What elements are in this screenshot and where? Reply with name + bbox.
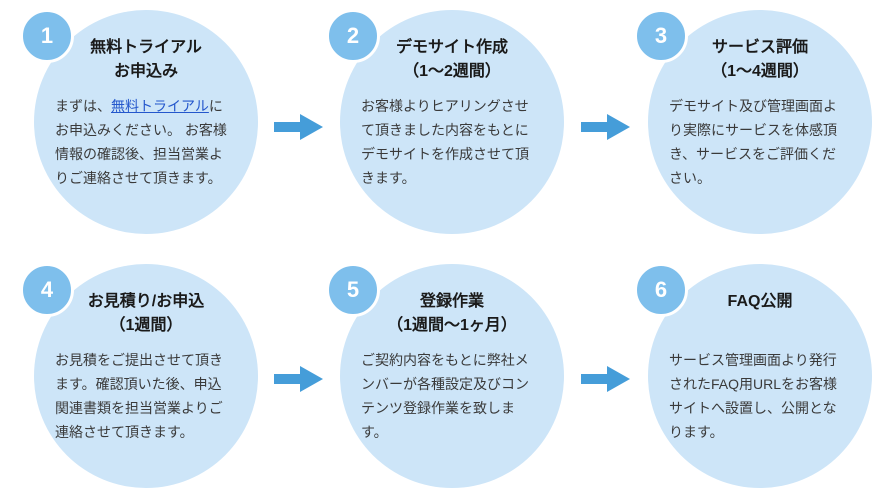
step-3-duration: （1〜4週間） [711, 63, 809, 80]
step-1-number-badge: 1 [20, 9, 74, 63]
step-4-titlebox: お見積り/お申込 （1週間） [54, 290, 238, 346]
step-2-number: 2 [346, 23, 360, 48]
step-6-description: サービス管理画面より発行 されたFAQ用URLをお客様 サイトへ設置し、公開とな… [669, 352, 838, 440]
step-4-title: お見積り/お申込 [87, 293, 205, 310]
step-5-description: ご契約内容をもとに弊社メ ンバーが各種設定及びコン テンツ登録作業を致しま す。 [361, 352, 529, 440]
step-4-number: 4 [40, 277, 54, 302]
arrow-right-icon-3 [274, 365, 324, 393]
step-3-description: デモサイト及び管理画面よ り実際にサービスを体感頂 き、サービスをご評価くだ さ… [669, 98, 837, 186]
step-2-title: デモサイト作成 [395, 39, 508, 56]
step-1-description-post: に お申込みください。 お客様 情報の確認後、担当営業よ りご連絡させて頂きます… [55, 98, 227, 186]
step-5-title: 登録作業 [419, 293, 484, 310]
step-5-titlebox: 登録作業 （1週間〜1ヶ月） [360, 290, 544, 346]
step-1-number: 1 [40, 23, 54, 48]
step-6-circle: 6 FAQ公開 サービス管理画面より発行 されたFAQ用URLをお客様 サイトへ… [634, 263, 872, 488]
step-6-title: FAQ公開 [727, 293, 793, 310]
step-1-titlebox: 無料トライアル お申込み [54, 36, 238, 92]
step-6-titlebox: FAQ公開 [668, 290, 852, 346]
step-6-number: 6 [654, 277, 668, 302]
step-2-circle: 2 デモサイト作成 （1〜2週間） お客様よりヒアリングさせ て頂きました内容を… [326, 9, 564, 234]
step-3-titlebox: サービス評価 （1〜4週間） [668, 36, 852, 92]
step-1-description-pre: まずは、 [55, 98, 111, 114]
free-trial-link[interactable]: 無料トライアル [111, 98, 209, 114]
step-4-number-badge: 4 [20, 263, 74, 317]
step-4-description: お見積をご提出させて頂き ます。確認頂いた後、申込 関連書類を担当営業よりご 連… [55, 352, 223, 440]
step-1-title: 無料トライアル お申込み [90, 39, 202, 80]
step-5-duration: （1週間〜1ヶ月） [387, 317, 517, 334]
step-2-titlebox: デモサイト作成 （1〜2週間） [360, 36, 544, 92]
step-2-duration: （1〜2週間） [403, 63, 501, 80]
step-1-description: まずは、無料トライアルに お申込みください。 お客様 情報の確認後、担当営業よ … [55, 94, 237, 190]
step-3-number-badge: 3 [634, 9, 688, 63]
step-3-title: サービス評価 [711, 39, 808, 56]
step-4-circle: 4 お見積り/お申込 （1週間） お見積をご提出させて頂き ます。確認頂いた後、… [20, 263, 258, 488]
step-3-circle: 3 サービス評価 （1〜4週間） デモサイト及び管理画面よ り実際にサービスを体… [634, 9, 872, 234]
arrow-right-icon-4 [581, 365, 631, 393]
arrow-right-icon-2 [581, 113, 631, 141]
arrow-right-icon-1 [274, 113, 324, 141]
step-6-number-badge: 6 [634, 263, 688, 317]
step-5-number-badge: 5 [326, 263, 380, 317]
step-5-circle: 5 登録作業 （1週間〜1ヶ月） ご契約内容をもとに弊社メ ンバーが各種設定及び… [326, 263, 564, 488]
step-3-number: 3 [654, 23, 668, 48]
step-1-circle: 1 無料トライアル お申込み まずは、無料トライアルに お申込みください。 お客… [20, 9, 258, 234]
step-2-number-badge: 2 [326, 9, 380, 63]
step-5-number: 5 [346, 277, 360, 302]
step-2-description: お客様よりヒアリングさせ て頂きました内容をもとに デモサイトを作成させて頂 き… [361, 98, 529, 186]
step-4-duration: （1週間） [109, 317, 183, 334]
